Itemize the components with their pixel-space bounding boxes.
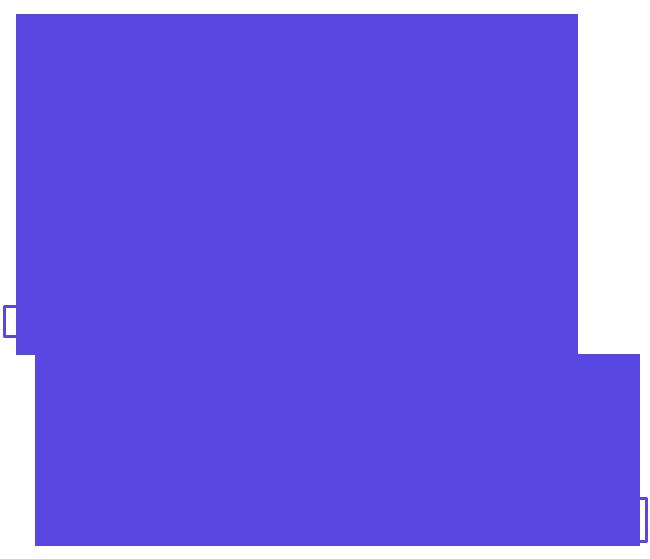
top-highlight-overlay: [16, 14, 578, 355]
bottom-highlight-overlay: [35, 354, 640, 546]
